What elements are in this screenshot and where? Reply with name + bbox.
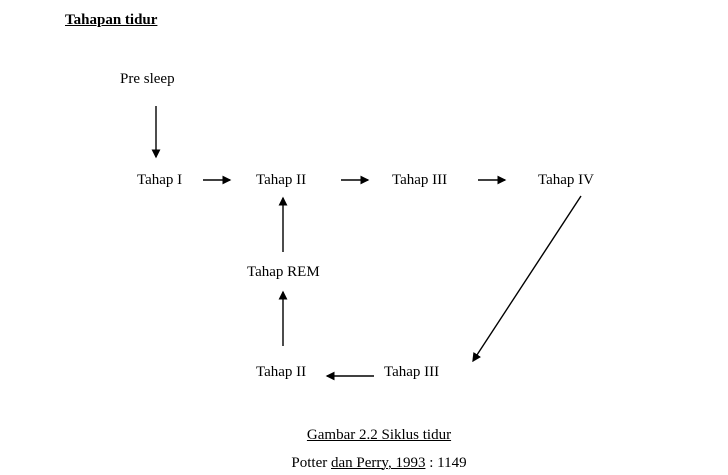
figure-caption: Gambar 2.2 Siklus tidur Potter dan Perry… bbox=[214, 426, 544, 472]
caption-source-part3: : 1149 bbox=[425, 455, 467, 471]
caption-source-part2: dan Perry, 1993 bbox=[331, 455, 426, 471]
arrow-tahap4-to-tahap3-bottom bbox=[472, 195, 582, 363]
diagram-title: Tahapan tidur bbox=[65, 12, 158, 28]
node-tahap-1: Tahap I bbox=[137, 172, 183, 188]
node-tahap-2-bottom: Tahap II bbox=[256, 364, 307, 380]
node-tahap-3-bottom: Tahap III bbox=[384, 364, 440, 380]
node-tahap-3-top: Tahap III bbox=[392, 172, 448, 188]
node-tahap-2-top: Tahap II bbox=[256, 172, 307, 188]
node-pre-sleep: Pre sleep bbox=[120, 71, 175, 87]
node-tahap-rem: Tahap REM bbox=[247, 264, 320, 280]
caption-title: Gambar 2.2 Siklus tidur bbox=[306, 427, 452, 443]
node-tahap-4: Tahap IV bbox=[538, 172, 595, 188]
caption-source: Potter dan Perry, 1993 : 1149 bbox=[214, 454, 544, 472]
caption-source-part1: Potter bbox=[291, 455, 332, 471]
